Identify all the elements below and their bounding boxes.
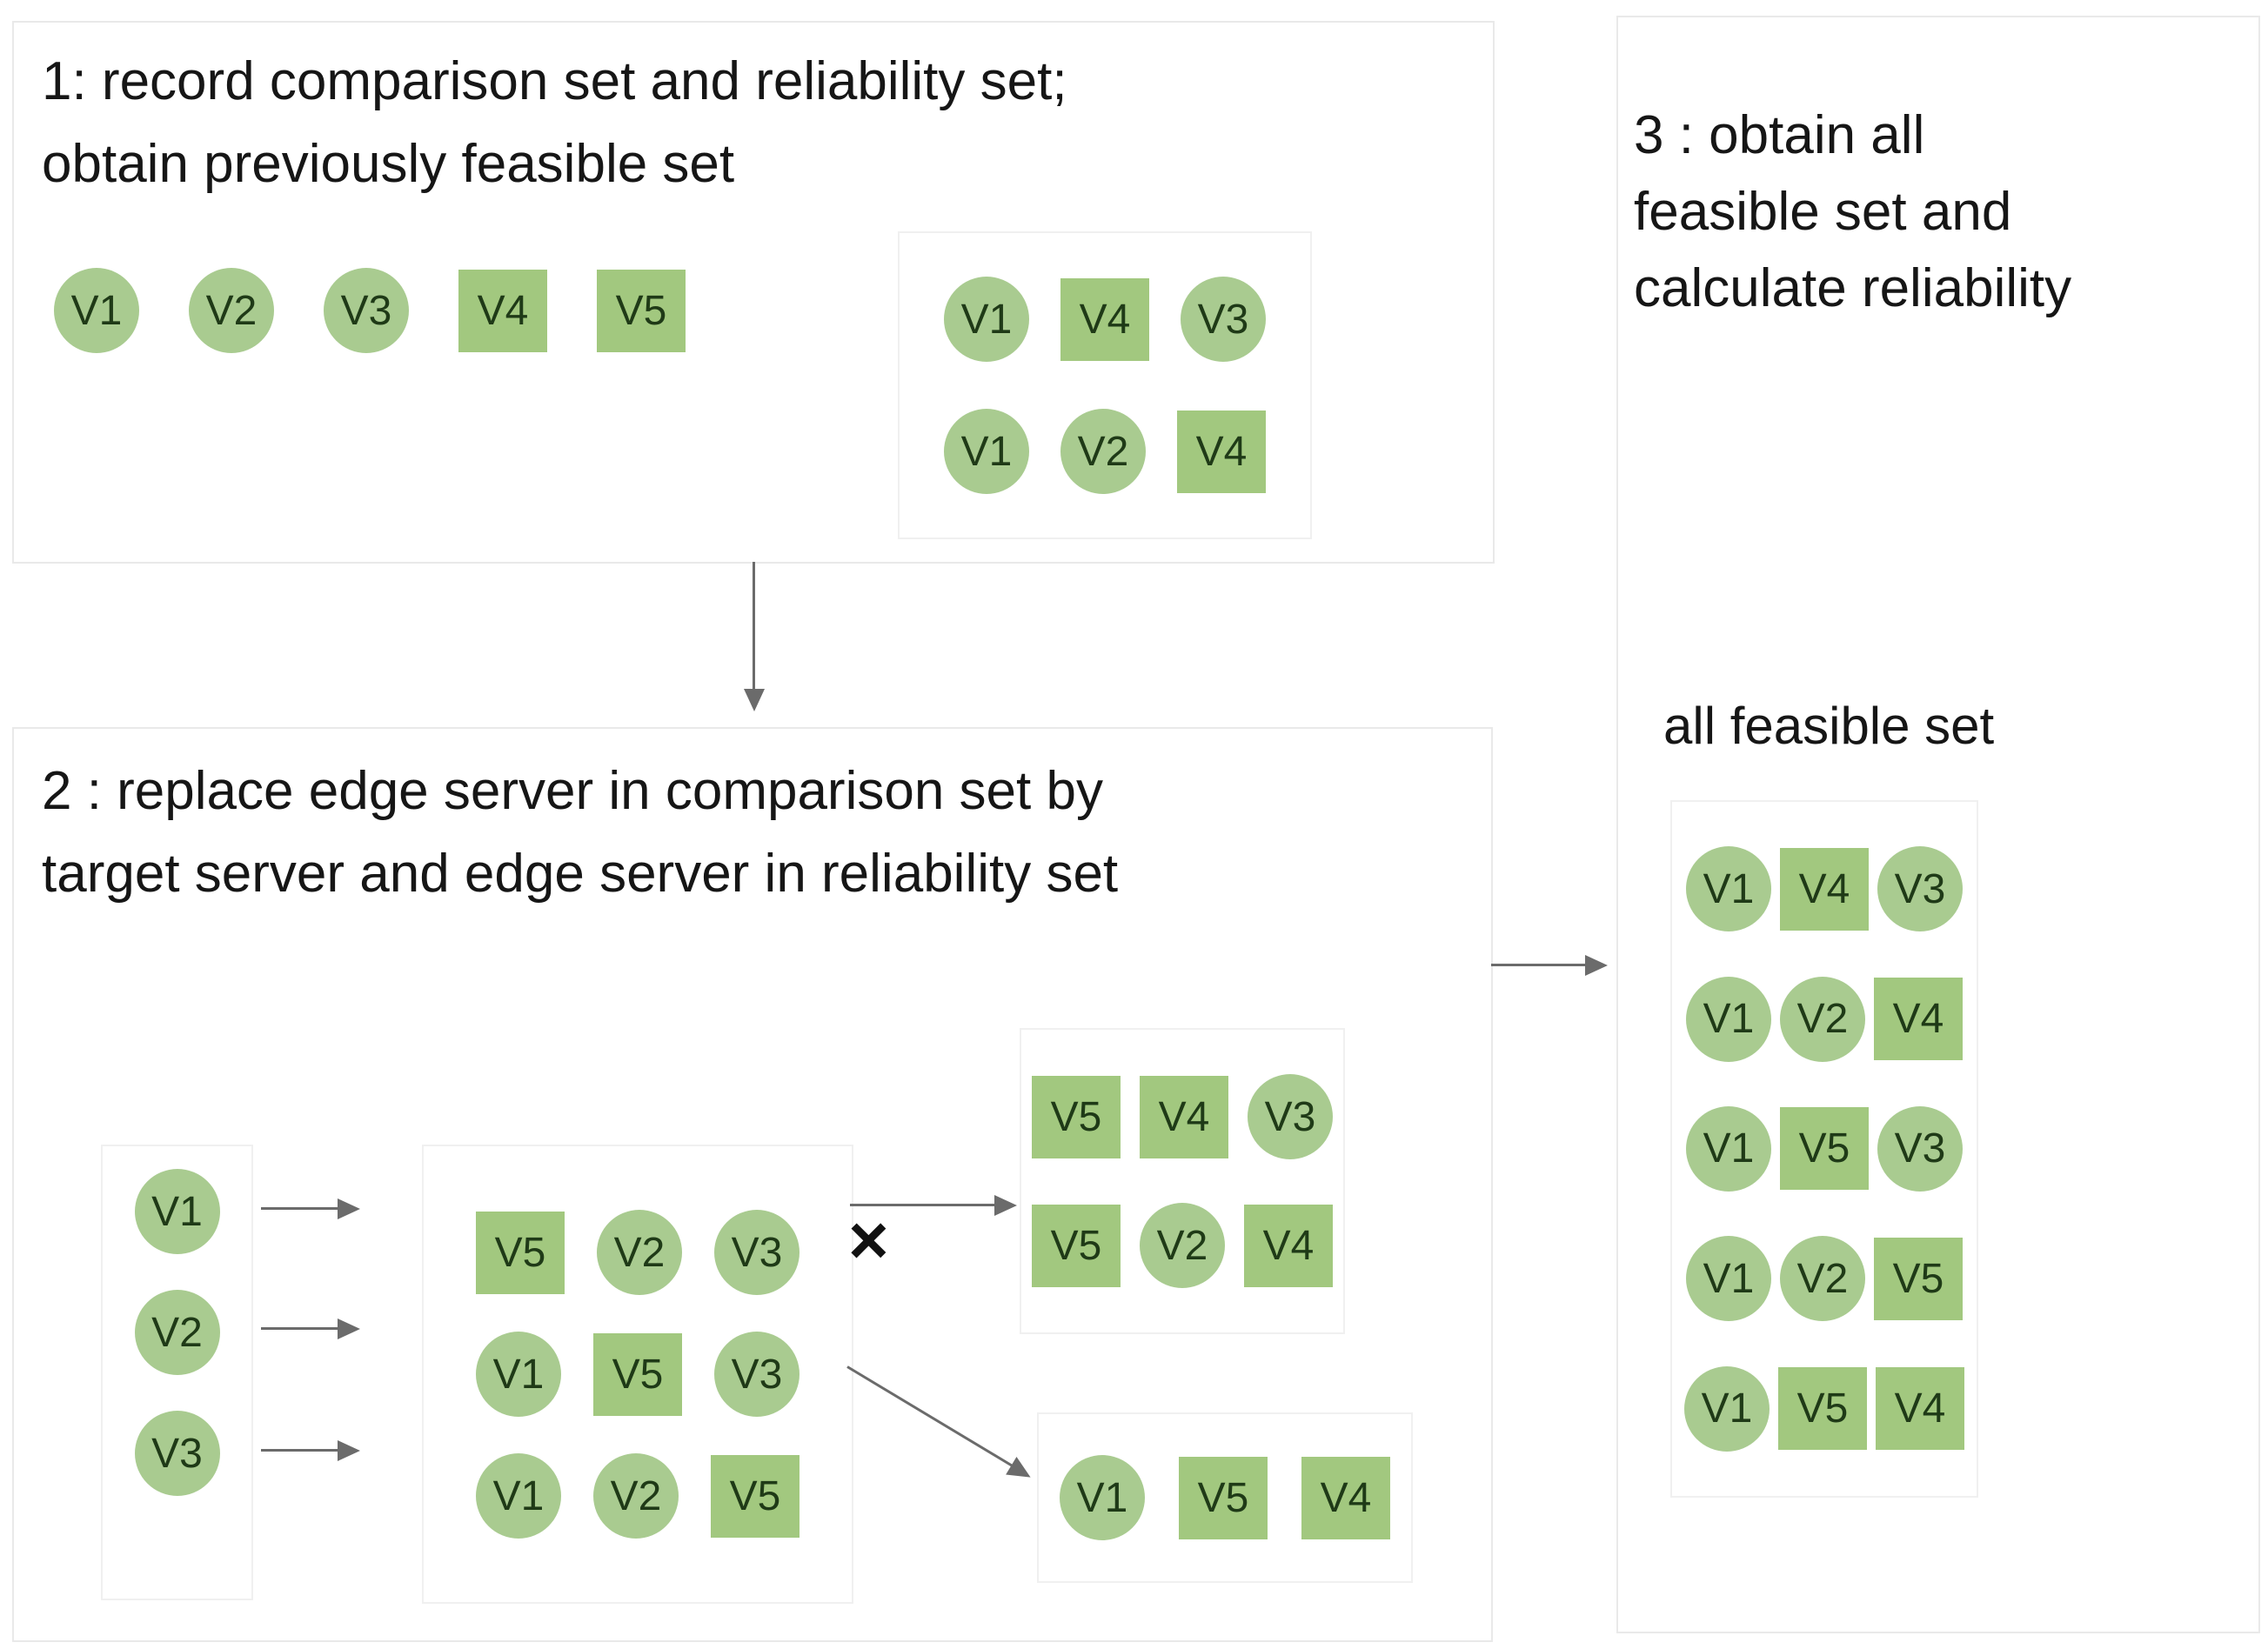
node-v4-square: V4: [458, 269, 547, 352]
step1-panel: 1: record comparison set and reliability…: [12, 21, 1495, 564]
step3-panel: 3 : obtain all feasible set and calculat…: [1616, 16, 2260, 1633]
node-v5-square: V5: [597, 269, 686, 352]
node-v1-circle: V1: [1686, 1105, 1771, 1192]
node-v1-circle: V1: [1060, 1455, 1145, 1540]
feasible-set-row: V1 V2 V4: [944, 409, 1266, 494]
node-v5-square: V5: [1778, 1367, 1867, 1451]
node-v3-circle: V3: [1248, 1074, 1333, 1159]
replace-arrow-v3-icon: [261, 1449, 348, 1452]
node-v1-circle: V1: [476, 1453, 561, 1539]
node-v4-square: V4: [1060, 277, 1149, 361]
node-v3-circle: V3: [1877, 846, 1963, 932]
step1-title-line2: obtain previously feasible set: [42, 134, 735, 194]
feasible-set-row: V5 V2 V3: [476, 1210, 799, 1295]
step1-title-line1: 1: record comparison set and reliability…: [42, 51, 1067, 111]
node-v3-circle: V3: [714, 1332, 799, 1417]
node-v1-circle: V1: [1684, 1365, 1770, 1452]
node-v5-square: V5: [476, 1211, 565, 1294]
step2-panel: 2 : replace edge server in comparison se…: [12, 727, 1493, 1642]
all-feasible-set-label: all feasible set: [1663, 697, 1995, 755]
node-v4-square: V4: [1177, 410, 1266, 493]
node-v2-circle: V2: [1140, 1203, 1225, 1288]
node-v2-circle: V2: [189, 268, 274, 353]
node-v1-circle: V1: [944, 277, 1029, 362]
feasible-set-row: V1 V4 V3: [944, 277, 1266, 362]
node-v5-square: V5: [1032, 1075, 1121, 1158]
node-v1-circle: V1: [944, 409, 1029, 494]
node-v5-square: V5: [593, 1332, 682, 1416]
node-v3-circle: V3: [134, 1411, 220, 1496]
comparison-reliability-servers: V1 V2 V3 V4 V5: [54, 268, 686, 353]
node-v3-circle: V3: [324, 268, 409, 353]
step3-title-line1: 3 : obtain all: [1634, 105, 1925, 165]
node-v4-square: V4: [1874, 978, 1963, 1061]
node-v2-circle: V2: [1060, 409, 1146, 494]
node-v2-circle: V2: [134, 1290, 220, 1375]
arrow-step1-to-step2-icon: [753, 562, 755, 699]
node-v1-circle: V1: [134, 1169, 220, 1254]
step2-title-line1: 2 : replace edge server in comparison se…: [42, 761, 1103, 821]
arrow-to-checked-sets-icon: [850, 1204, 1005, 1206]
node-v4-square: V4: [1876, 1367, 1964, 1451]
step1-title: 1: record comparison set and reliability…: [42, 40, 1067, 205]
node-v2-circle: V2: [1780, 976, 1865, 1062]
node-v5-square: V5: [711, 1454, 799, 1538]
feasible-set-row: V1 V5 V3: [476, 1332, 799, 1417]
step3-title-line2: feasible set and: [1634, 182, 2012, 242]
node-v2-circle: V2: [597, 1210, 682, 1295]
node-v1-circle: V1: [1686, 1236, 1771, 1322]
node-v5-square: V5: [1780, 1107, 1869, 1191]
node-v2-circle: V2: [1780, 1236, 1865, 1322]
replace-arrow-v1-icon: [261, 1207, 348, 1210]
step2-title: 2 : replace edge server in comparison se…: [42, 750, 1118, 915]
step3-title-line3: calculate reliability: [1634, 258, 2072, 318]
feasible-set-row: V1 V5 V4: [1060, 1455, 1390, 1540]
node-v5-square: V5: [1032, 1204, 1121, 1287]
arrow-step2-to-step3-icon: [1491, 964, 1596, 966]
node-v3-circle: V3: [1181, 277, 1266, 362]
node-v4-square: V4: [1301, 1456, 1390, 1539]
node-v5-square: V5: [1179, 1456, 1268, 1539]
node-v1-circle: V1: [476, 1332, 561, 1417]
step3-title: 3 : obtain all feasible set and calculat…: [1634, 97, 2071, 327]
replace-arrow-v2-icon: [261, 1327, 348, 1330]
infeasible-cross-icon: ×: [848, 1201, 889, 1278]
node-v4-square: V4: [1244, 1204, 1333, 1287]
new-feasible-set-box: V1 V5 V4: [1037, 1412, 1413, 1583]
node-v1-circle: V1: [1686, 976, 1771, 1062]
node-v3-circle: V3: [1877, 1105, 1963, 1192]
node-v2-circle: V2: [593, 1453, 679, 1539]
node-v5-square: V5: [1874, 1237, 1963, 1320]
node-v1-circle: V1: [1686, 846, 1771, 932]
node-v3-circle: V3: [714, 1210, 799, 1295]
node-v1-circle: V1: [54, 268, 139, 353]
node-v4-square: V4: [1780, 847, 1869, 931]
step2-title-line2: target server and edge server in reliabi…: [42, 844, 1119, 904]
feasible-set-row: V1 V2 V5: [476, 1453, 799, 1539]
node-v4-square: V4: [1140, 1075, 1228, 1158]
